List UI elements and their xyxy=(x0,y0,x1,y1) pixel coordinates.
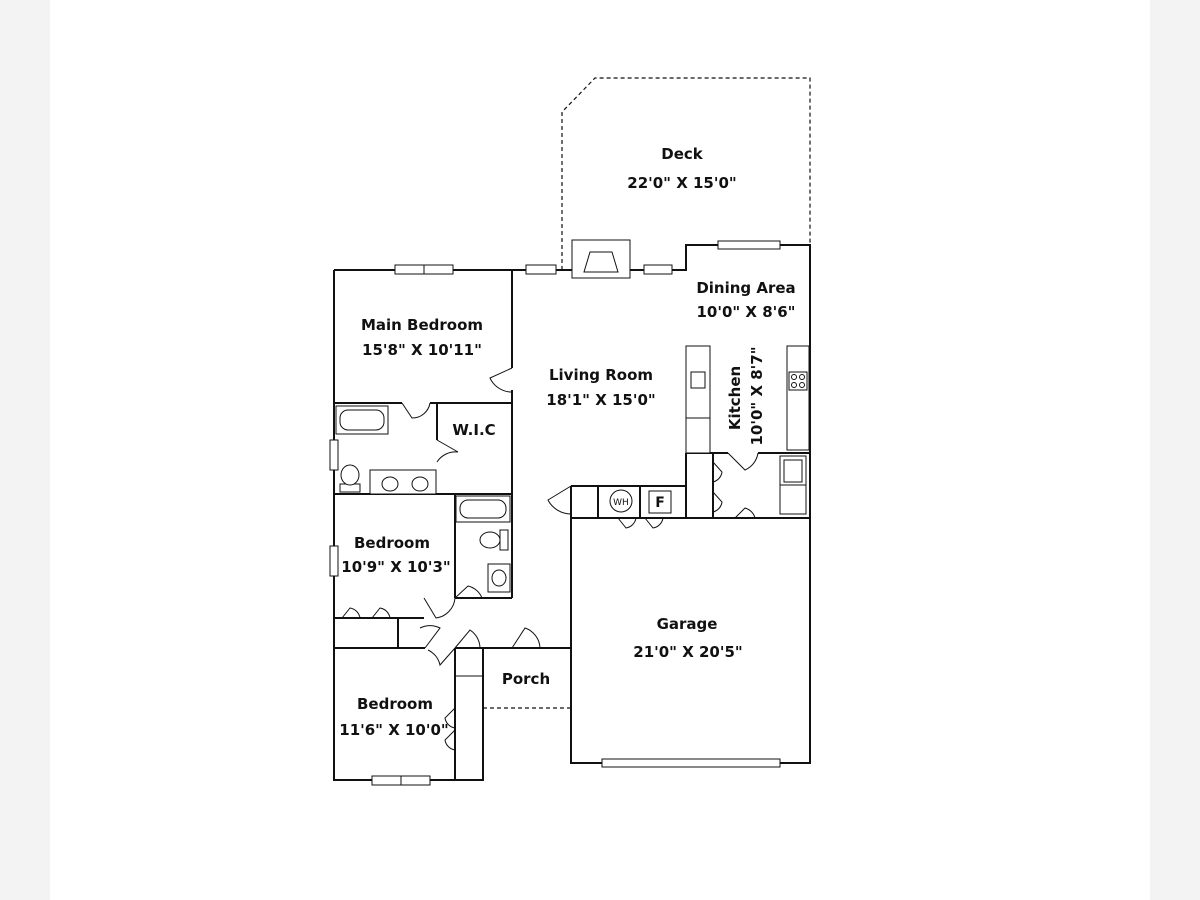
sliding-door xyxy=(717,240,781,250)
room-labels: Deck 22'0" X 15'0" Dining Area 10'0" X 8… xyxy=(339,145,795,739)
interior-walls xyxy=(334,270,810,780)
room-dims-main-bedroom: 15'8" X 10'11" xyxy=(362,341,482,359)
furnace-icon: F xyxy=(648,490,672,514)
sink-icon xyxy=(487,563,511,593)
water-heater-label: WH xyxy=(613,498,629,508)
kitchen-counters xyxy=(685,345,810,454)
room-name-kitchen: Kitchen xyxy=(726,366,744,430)
bathtub-icon xyxy=(455,495,511,523)
room-name-wic: W.I.C xyxy=(452,421,495,439)
room-name-porch: Porch xyxy=(502,670,550,688)
toilet-icon xyxy=(339,464,361,493)
door-swings xyxy=(341,367,759,751)
window xyxy=(643,264,673,275)
vanity-sinks-icon xyxy=(369,469,437,495)
water-heater-icon: WH xyxy=(609,489,633,513)
fireplace-icon xyxy=(571,239,631,279)
window xyxy=(329,545,339,577)
deck-outline xyxy=(561,77,811,270)
garage-door xyxy=(601,758,781,768)
room-name-living: Living Room xyxy=(549,366,653,384)
room-dims-living: 18'1" X 15'0" xyxy=(546,391,655,409)
floor-plan-sheet: WH F Deck 22'0" X 15'0" Dining Area 10'0… xyxy=(50,0,1150,900)
floor-plan: WH F Deck 22'0" X 15'0" Dining Area 10'0… xyxy=(329,77,811,786)
room-dims-bedroom-2: 10'9" X 10'3" xyxy=(341,558,450,576)
room-name-bedroom-3: Bedroom xyxy=(357,695,433,713)
room-dims-deck: 22'0" X 15'0" xyxy=(627,174,736,192)
room-name-garage: Garage xyxy=(657,615,718,633)
room-dims-garage: 21'0" X 20'5" xyxy=(633,643,742,661)
room-dims-dining: 10'0" X 8'6" xyxy=(696,303,795,321)
furnace-label: F xyxy=(655,495,665,511)
room-dims-kitchen: 10'0" X 8'7" xyxy=(748,346,766,445)
window xyxy=(525,264,557,275)
bathtub-icon xyxy=(335,405,389,435)
toilet-icon xyxy=(479,529,509,551)
washer-dryer-icon xyxy=(779,455,807,515)
windows xyxy=(329,240,781,786)
room-name-main-bedroom: Main Bedroom xyxy=(361,316,483,334)
room-name-dining: Dining Area xyxy=(696,279,795,297)
room-name-bedroom-2: Bedroom xyxy=(354,534,430,552)
window xyxy=(329,439,339,471)
room-dims-bedroom-3: 11'6" X 10'0" xyxy=(339,721,448,739)
room-name-deck: Deck xyxy=(661,145,704,163)
